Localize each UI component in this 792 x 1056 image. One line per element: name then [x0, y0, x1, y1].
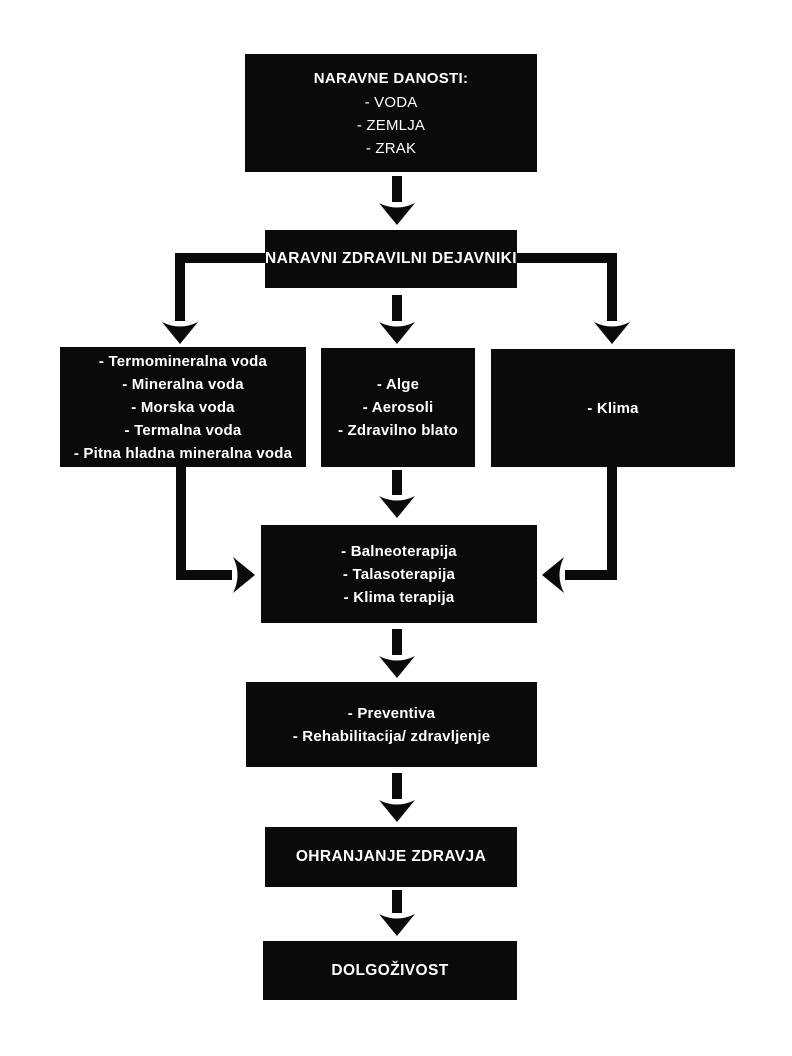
node-terapije-item: - Balneoterapija	[341, 542, 457, 560]
node-klima-item: - Klima	[587, 399, 639, 417]
node-terapije-item: - Talasoterapija	[342, 565, 456, 583]
arrow-down-namen-to-ohranjanje	[379, 773, 415, 822]
node-snovi: - Alge - Aerosoli - Zdravilno blato	[321, 348, 475, 467]
node-naravni-zdravilni-dejavniki-label: NARAVNI ZDRAVILNI DEJAVNIKI	[265, 250, 517, 267]
node-vode-item: - Pitna hladna mineralna voda	[73, 444, 293, 462]
node-terapije: - Balneoterapija - Talasoterapija - Klim…	[261, 525, 537, 623]
arrow-down-snovi-to-terapije	[379, 470, 415, 518]
node-naravne-danosti-item: - ZEMLJA	[356, 116, 426, 134]
node-namen: - Preventiva - Rehabilitacija/ zdravljen…	[246, 682, 537, 767]
node-vode-item: - Termomineralna voda	[98, 352, 268, 370]
node-namen-item: - Preventiva	[347, 704, 436, 722]
arrow-elbow-dejavniki-to-klima	[514, 253, 630, 344]
node-naravne-danosti-item: - VODA	[364, 93, 418, 111]
arrow-down-ohranjanje-to-dolgozivost	[379, 890, 415, 936]
node-naravne-danosti-title: NARAVNE DANOSTI:	[313, 69, 469, 87]
node-dolgozivost: DOLGOŽIVOST	[263, 941, 517, 1000]
arrow-elbow-klima-to-terapije	[542, 462, 617, 593]
node-snovi-item: - Zdravilno blato	[337, 422, 459, 439]
node-terapije-item: - Klima terapija	[343, 588, 455, 606]
arrow-down-terapije-to-namen	[379, 629, 415, 678]
node-ohranjanje-zdravja-label: OHRANJANJE ZDRAVJA	[295, 848, 487, 865]
arrow-down-dejavniki-to-snovi	[379, 295, 415, 344]
arrow-elbow-dejavniki-to-vode	[162, 253, 268, 344]
node-vode-item: - Morska voda	[131, 398, 235, 416]
arrow-elbow-vode-to-terapije	[176, 462, 255, 593]
node-dolgozivost-label: DOLGOŽIVOST	[331, 961, 449, 979]
arrow-down-naravne-danosti-to-dejavniki	[379, 176, 415, 225]
node-namen-item: - Rehabilitacija/ zdravljenje	[292, 727, 491, 745]
node-vode-item: - Termalna voda	[124, 421, 242, 439]
node-ohranjanje-zdravja: OHRANJANJE ZDRAVJA	[265, 827, 517, 887]
node-vode-item: - Mineralna voda	[122, 375, 244, 393]
node-klima: - Klima	[491, 349, 735, 467]
node-vode: - Termomineralna voda - Mineralna voda -…	[60, 347, 306, 467]
node-snovi-item: - Alge	[376, 376, 420, 393]
node-naravni-zdravilni-dejavniki: NARAVNI ZDRAVILNI DEJAVNIKI	[265, 230, 517, 288]
node-naravne-danosti-item: - ZRAK	[365, 139, 417, 157]
node-naravne-danosti: NARAVNE DANOSTI: - VODA - ZEMLJA - ZRAK	[245, 54, 537, 172]
node-snovi-item: - Aerosoli	[362, 399, 434, 416]
